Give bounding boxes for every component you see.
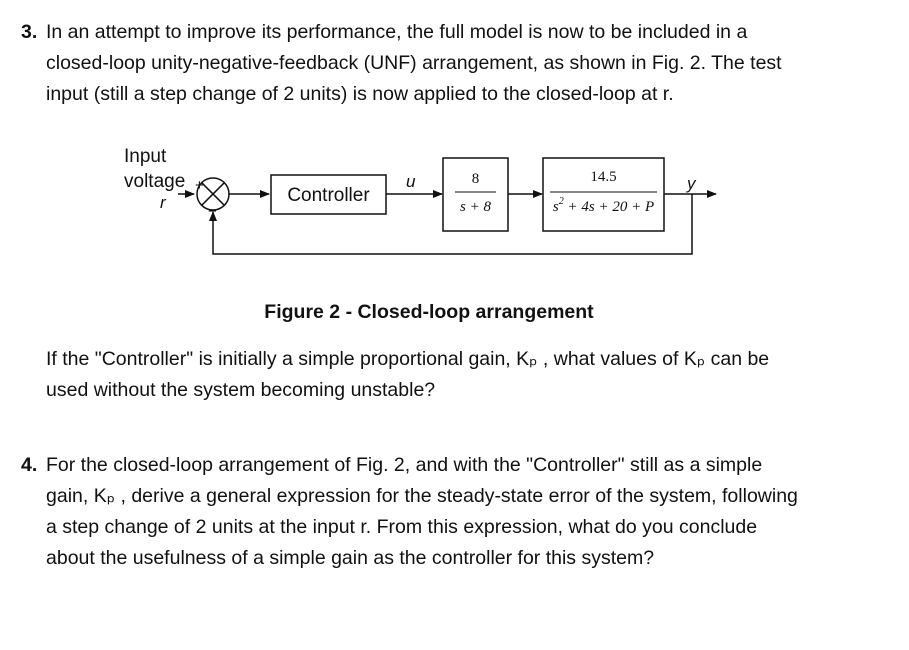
question-4-line-3: a step change of 2 units at the input r.… [46,516,758,538]
feedback-path [209,194,693,255]
u-label: u [406,172,416,191]
question-3-line-3: input (still a step change of 2 units) i… [46,83,674,105]
question-3-number: 3. [21,21,38,43]
block-1-numerator: 8 [472,171,480,187]
transfer-block-1 [442,157,509,232]
question-3-line-2: closed-loop unity-negative-feedback (UNF… [46,52,782,74]
input-symbol-r: r [160,193,167,212]
input-label-line-1: Input [124,146,167,167]
question-3-follow-up-line-1: If the "Controller" is initially a simpl… [46,348,770,370]
transfer-block-2 [542,157,665,232]
question-4-text: For the closed-loop arrangement of Fig. … [46,450,838,574]
block-1-denominator: s + 8 [460,199,491,215]
block-2-denominator: s2 + 4s + 20 + P [553,196,654,215]
input-label-line-2: voltage [124,171,185,192]
question-4-line-1: For the closed-loop arrangement of Fig. … [46,454,763,476]
question-3-follow-up-line-2: used without the system becoming unstabl… [46,379,436,401]
figure-caption: Figure 2 - Closed-loop arrangement [264,301,594,323]
controller-label: Controller [287,185,370,206]
question-4-line-2: gain, Kₚ , derive a general expression f… [46,485,798,507]
plus-sign: + [195,177,204,194]
question-3-line-1: In an attempt to improve its performance… [46,21,748,43]
question-4-line-4: about the usefulness of a simple gain as… [46,547,655,569]
question-3-follow-up: If the "Controller" is initially a simpl… [46,344,838,406]
question-3-text: In an attempt to improve its performance… [46,17,838,110]
question-4-number: 4. [21,454,38,476]
output-label-y: y [686,174,697,193]
block-2-numerator: 14.5 [590,169,616,185]
